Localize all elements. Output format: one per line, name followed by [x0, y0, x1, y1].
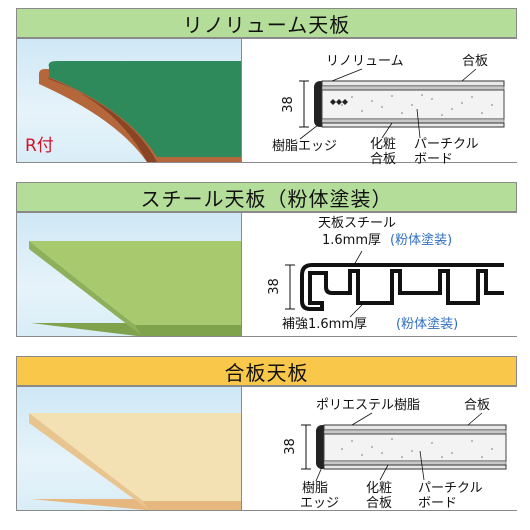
- plywood-tabletop-illustration: [29, 413, 241, 510]
- section-title-banner: 合板天板: [16, 356, 517, 386]
- section-title: 合板天板: [224, 360, 309, 385]
- section-panel: ポリエステル樹脂 合板 38 樹脂 エッジ 化粧 合板 パーチクル ボード: [16, 386, 517, 511]
- label-plywood: 合板: [464, 398, 491, 413]
- label-resin-edge: 樹脂エッジ: [272, 139, 338, 154]
- label-decorative-plywood-1: 化粧: [366, 481, 393, 496]
- label-decorative-plywood-2: 合板: [366, 496, 393, 511]
- section-linoleum: リノリューム天板 R付: [16, 8, 517, 168]
- product-photo: R付: [17, 39, 241, 162]
- steel-tabletop-illustration: [29, 241, 241, 336]
- linoleum-cross-section: [299, 68, 505, 140]
- label-polyester-resin: ポリエステル樹脂: [316, 398, 421, 413]
- section-panel: 天板スチール 1.6mm厚 (粉体塗装) 38 補強1.6mm厚 (粉体塗装): [16, 212, 517, 337]
- linoleum-tabletop-illustration: [39, 61, 241, 162]
- label-top-powder-coat: (粉体塗装): [390, 233, 453, 248]
- label-particle-board-1: パーチクル: [414, 137, 479, 152]
- section-title-banner: スチール天板（粉体塗装）: [16, 182, 517, 212]
- product-photo: [17, 387, 241, 510]
- label-top-thickness: 1.6mm厚: [322, 233, 382, 248]
- r-finish-tag: R付: [25, 136, 54, 156]
- label-particle-board-2: ボード: [418, 496, 458, 511]
- product-photo: [17, 213, 241, 336]
- plywood-cross-section: [301, 412, 507, 482]
- label-top-steel: 天板スチール: [318, 216, 397, 231]
- label-plywood: 合板: [462, 54, 489, 69]
- label-decorative-plywood-2: 合板: [370, 152, 397, 167]
- label-particle-board-2: ボード: [414, 152, 454, 167]
- label-linoleum: リノリューム: [326, 54, 404, 69]
- label-particle-board-1: パーチクル: [418, 481, 483, 496]
- label-resin-edge-2: エッジ: [300, 496, 340, 511]
- label-resin-edge-1: 樹脂: [302, 481, 329, 496]
- label-reinforcement-powder-coat: (粉体塗装): [396, 317, 459, 332]
- section-steel: スチール天板（粉体塗装） 天板スチール 1.6mm厚 (粉体塗装): [16, 182, 517, 342]
- section-title-banner: リノリューム天板: [16, 8, 517, 38]
- section-title: スチール天板（粉体塗装）: [140, 186, 393, 211]
- label-height: 38: [280, 96, 296, 113]
- label-height: 38: [266, 278, 282, 295]
- section-title: リノリューム天板: [182, 12, 351, 37]
- label-reinforcement: 補強1.6mm厚: [282, 317, 368, 332]
- section-plywood: 合板天板: [16, 356, 517, 516]
- label-height: 38: [282, 438, 298, 455]
- cross-section-diagram: ポリエステル樹脂 合板 38 樹脂 エッジ 化粧 合板 パーチクル ボード: [241, 387, 517, 511]
- label-decorative-plywood-1: 化粧: [370, 137, 397, 152]
- steel-cross-section: [285, 250, 504, 318]
- section-panel: R付: [16, 38, 517, 167]
- cross-section-diagram: リノリューム 合板 38 樹脂エッジ 化粧 合板 パーチクル ボード: [241, 39, 517, 167]
- cross-section-diagram: 天板スチール 1.6mm厚 (粉体塗装) 38 補強1.6mm厚 (粉体塗装): [241, 213, 517, 336]
